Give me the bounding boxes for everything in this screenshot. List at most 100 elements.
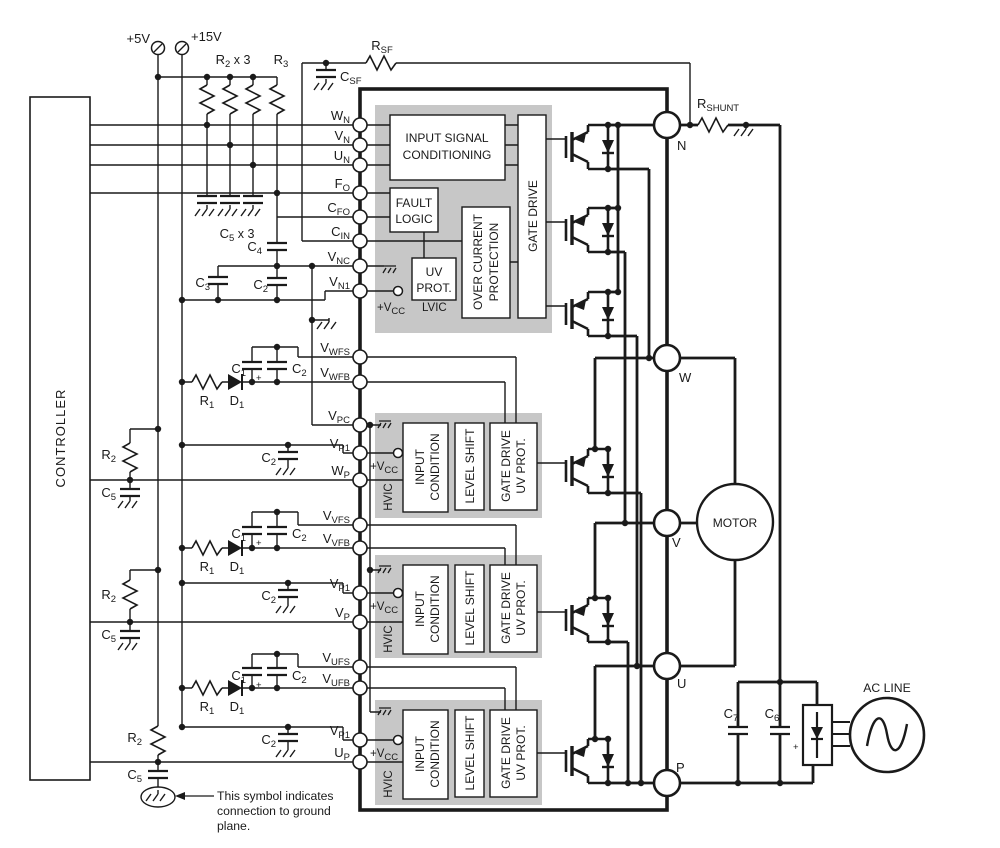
- supply-5v-icon: [150, 40, 166, 56]
- pin-vvfb: VVFB: [323, 531, 350, 549]
- pin-vpc: VPC: [328, 408, 350, 426]
- capacitor-c2-u: [265, 666, 289, 677]
- resistor-r2-vn: [222, 84, 238, 115]
- r3-label: R3: [274, 52, 289, 70]
- power-wires: [593, 123, 819, 785]
- supply-5v-label: +5V: [127, 31, 151, 46]
- capacitor-c6: [768, 725, 792, 736]
- d1-w-label: D1: [230, 393, 245, 411]
- gate-drive-box: [517, 114, 547, 319]
- resistor-r2-wn: [199, 84, 215, 115]
- svg-text:LEVEL SHIFT: LEVEL SHIFT: [463, 715, 477, 791]
- pin-vvfs: VVFS: [323, 508, 350, 526]
- node-w-label: W: [679, 370, 692, 385]
- r2-up-label: R2: [127, 730, 142, 748]
- pin-vufb: VUFB: [322, 671, 350, 689]
- svg-text:GATE DRIVE: GATE DRIVE: [499, 572, 513, 644]
- pin-fo: FO: [335, 176, 350, 194]
- d1-v-label: D1: [230, 559, 245, 577]
- c1-w-label: C1: [231, 361, 246, 379]
- c2-vn1-label: C2: [253, 277, 268, 295]
- resistor-rshunt: [697, 117, 729, 133]
- svg-text:UV PROT.: UV PROT.: [514, 580, 528, 635]
- c1-v-plus: +: [256, 538, 262, 549]
- fault-line2: LOGIC: [395, 212, 433, 226]
- r2x3-label: R2 x 3: [216, 52, 251, 70]
- ground-c5-vp-icon: [117, 638, 138, 651]
- ground-c2-vp1c-icon: [275, 745, 296, 758]
- c1-u-label: C1: [231, 668, 246, 686]
- igbt-p-side-u: [564, 734, 616, 788]
- uv-line2: PROT.: [416, 281, 451, 295]
- igbt-p-side-w: [564, 444, 616, 498]
- vcc-terminal-lvic: [392, 285, 404, 297]
- gate-drive-label: GATE DRIVE: [526, 180, 540, 252]
- capacitor-csf: [314, 68, 338, 79]
- c3-label: C3: [195, 275, 210, 293]
- capacitor-c5-3: [241, 194, 265, 205]
- pin-up: UP: [334, 745, 350, 763]
- pin-vufs: VUFS: [322, 650, 350, 668]
- capacitor-c5-1: [195, 194, 219, 205]
- csf-label: CSF: [340, 69, 362, 87]
- fault-logic-box: [389, 187, 439, 233]
- c2-v-label: C2: [292, 526, 307, 544]
- c6-label: C6: [765, 706, 780, 724]
- c1-u-plus: +: [256, 680, 262, 691]
- resistor-r2-un: [245, 84, 261, 115]
- ground-c5-wp-icon: [117, 496, 138, 509]
- resistor-r1-v: [191, 540, 223, 556]
- c2-vp1b-label: C2: [261, 588, 276, 606]
- fault-line1: FAULT: [396, 196, 433, 210]
- ground-c5-2-icon: [217, 204, 238, 217]
- svg-text:GATE DRIVE: GATE DRIVE: [499, 430, 513, 502]
- motor-circle: [695, 482, 775, 562]
- c2-w-label: C2: [292, 361, 307, 379]
- r1-w-label: R1: [200, 393, 215, 411]
- capacitor-c3: [206, 275, 230, 286]
- ground-c5-1-icon: [194, 204, 215, 217]
- controller-box: [29, 96, 91, 781]
- pin-vn1: VN1: [329, 274, 350, 292]
- vcc-lvic-label: +VCC: [377, 302, 405, 317]
- capacitor-c2-vp1c: [276, 732, 300, 743]
- svg-text:UV PROT.: UV PROT.: [514, 438, 528, 493]
- ground-c2-vp1b-icon: [275, 601, 296, 614]
- c2-vp1c-label: C2: [261, 732, 276, 750]
- node-v: [652, 508, 682, 538]
- resistor-r2-wp: [122, 442, 138, 473]
- rectifier: [801, 703, 850, 767]
- capacitor-c5-vp: [118, 629, 142, 640]
- ac-line-label: AC LINE: [863, 681, 910, 695]
- vcc-terminal-hvic-w: [392, 447, 404, 459]
- resistor-r2-up: [150, 725, 166, 756]
- uv-line1: UV: [426, 265, 443, 279]
- ocp-line1: OVER CURRENT: [471, 213, 485, 310]
- svg-text:HVIC: HVIC: [383, 625, 395, 652]
- vcc-hvic-u-label: +VCC: [370, 748, 398, 763]
- resistor-r2-vp: [122, 579, 138, 610]
- pin-cin: CIN: [331, 224, 350, 242]
- c1-v-label: C1: [231, 526, 246, 544]
- c4-label: C4: [247, 239, 262, 257]
- supply-15v-label: +15V: [191, 29, 222, 44]
- svg-text:LEVEL SHIFT: LEVEL SHIFT: [463, 570, 477, 646]
- svg-text:HVIC: HVIC: [383, 483, 395, 510]
- node-w: [652, 343, 682, 373]
- pin-vn: VN: [334, 128, 350, 146]
- pin-vp1a: VP1: [330, 436, 350, 454]
- capacitor-c2-vp1b: [276, 588, 300, 599]
- node-u-label: U: [677, 676, 686, 691]
- c2-vp1a-label: C2: [261, 450, 276, 468]
- over-current-protection-box: [461, 206, 511, 319]
- igbt-n-side-w: [564, 120, 616, 174]
- svg-text:LEVEL SHIFT: LEVEL SHIFT: [463, 428, 477, 504]
- pin-un: UN: [334, 148, 350, 166]
- node-p-label: P: [676, 760, 685, 775]
- c5x3-label: C5 x 3: [220, 226, 255, 244]
- capacitor-c2-w: [265, 360, 289, 371]
- c5-wp-label: C5: [101, 485, 116, 503]
- c2-u-label: C2: [292, 668, 307, 686]
- r2-vp-label: R2: [101, 587, 116, 605]
